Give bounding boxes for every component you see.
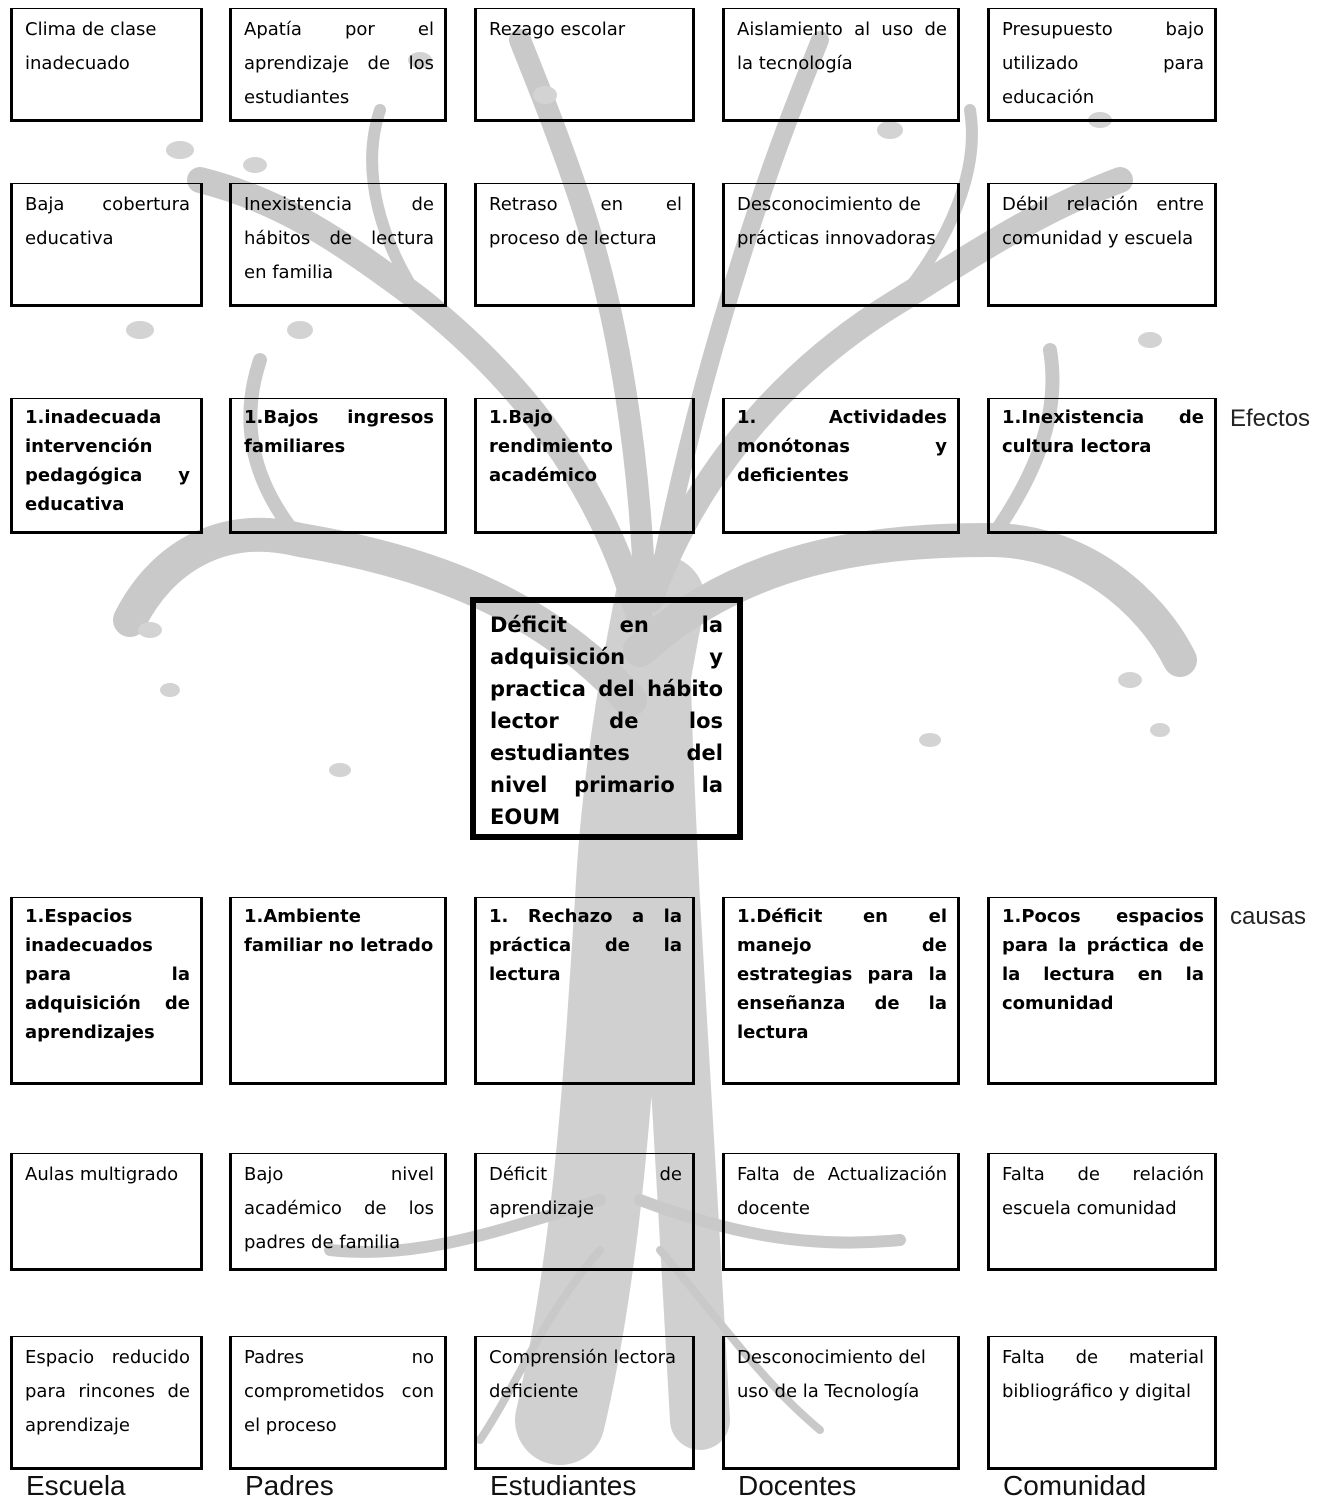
cause-box-padres-3: Padres no comprometidos con el proceso: [229, 1336, 447, 1470]
central-problem-box: Déficit en la adquisición y practica del…: [470, 597, 743, 840]
main-cause-box-docentes: 1.Déficit en el manejo de estrategias pa…: [722, 897, 960, 1085]
cause-box-comunidad-3: Falta de material bibliográfico y digita…: [987, 1336, 1217, 1470]
cause-box-estudiantes-3: Comprensión lectora deficiente: [474, 1336, 695, 1470]
effect-box-escuela-1: Clima de clase inadecuado: [10, 8, 203, 122]
effect-box-comunidad-1: Presupuesto bajo utilizado para educació…: [987, 8, 1217, 122]
causes-side-label: causas: [1230, 903, 1307, 930]
category-label-escuela: Escuela: [26, 1470, 126, 1501]
cause-box-docentes-3: Desconocimiento del uso de la Tecnología: [722, 1336, 960, 1470]
effect-box-estudiantes-2: Retraso en el proceso de lectura: [474, 183, 695, 307]
cause-box-escuela-3: Espacio reducido para rincones de aprend…: [10, 1336, 203, 1470]
main-effect-box-docentes: 1. Actividades monótonas y deficientes: [722, 398, 960, 534]
main-effect-box-comunidad: 1.Inexistencia de cultura lectora: [987, 398, 1217, 534]
cause-box-estudiantes-2: Déficit de aprendizaje: [474, 1153, 695, 1271]
category-label-docentes: Docentes: [738, 1470, 857, 1501]
cause-box-padres-2: Bajo nivel académico de los padres de fa…: [229, 1153, 447, 1271]
category-label-padres: Padres: [245, 1470, 334, 1501]
main-cause-box-padres: 1.Ambiente familiar no letrado: [229, 897, 447, 1085]
category-label-comunidad: Comunidad: [1003, 1470, 1147, 1501]
cause-box-comunidad-2: Falta de relación escuela comunidad: [987, 1153, 1217, 1271]
main-effect-box-escuela: 1.inadecuada intervención pedagógica y e…: [10, 398, 203, 534]
effect-box-docentes-1: Aislamiento al uso de la tecnología: [722, 8, 960, 122]
main-effect-box-estudiantes: 1.Bajo rendimiento académico: [474, 398, 695, 534]
cause-box-escuela-2: Aulas multigrado: [10, 1153, 203, 1271]
effect-box-padres-1: Apatía por el aprendizaje de los estudia…: [229, 8, 447, 122]
category-label-estudiantes: Estudiantes: [490, 1470, 637, 1501]
effect-box-docentes-2: Desconocimiento de prácticas innovadoras: [722, 183, 960, 307]
cause-box-docentes-2: Falta de Actualización docente: [722, 1153, 960, 1271]
main-cause-box-comunidad: 1.Pocos espacios para la práctica de la …: [987, 897, 1217, 1085]
effects-side-label: Efectos: [1230, 405, 1311, 432]
effect-box-padres-2: Inexistencia de hábitos de lectura en fa…: [229, 183, 447, 307]
effect-box-comunidad-2: Débil relación entre comunidad y escuela: [987, 183, 1217, 307]
effect-box-escuela-2: Baja cobertura educativa: [10, 183, 203, 307]
main-effect-box-padres: 1.Bajos ingresos familiares: [229, 398, 447, 534]
effect-box-estudiantes-1: Rezago escolar: [474, 8, 695, 122]
main-cause-box-escuela: 1.Espacios inadecuados para la adquisici…: [10, 897, 203, 1085]
main-cause-box-estudiantes: 1. Rechazo a la práctica de la lectura: [474, 897, 695, 1085]
